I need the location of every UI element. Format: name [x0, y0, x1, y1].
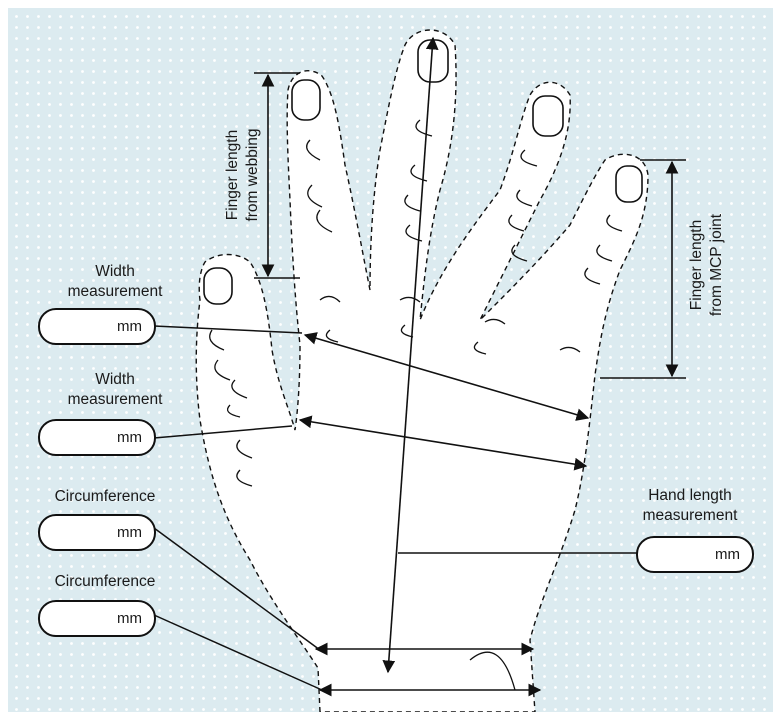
width-field-2[interactable]: mm: [38, 419, 156, 456]
index-nail: [292, 80, 320, 120]
thumb-nail: [204, 268, 232, 304]
width-field-1[interactable]: mm: [38, 308, 156, 345]
circumference-label-2: Circumference: [30, 572, 180, 592]
circumference-label-1: Circumference: [30, 487, 180, 507]
ring-nail: [533, 96, 563, 136]
little-nail: [616, 166, 642, 202]
circumference-field-1[interactable]: mm: [38, 514, 156, 551]
circumference-field-2[interactable]: mm: [38, 600, 156, 637]
hand-length-field[interactable]: mm: [636, 536, 754, 573]
